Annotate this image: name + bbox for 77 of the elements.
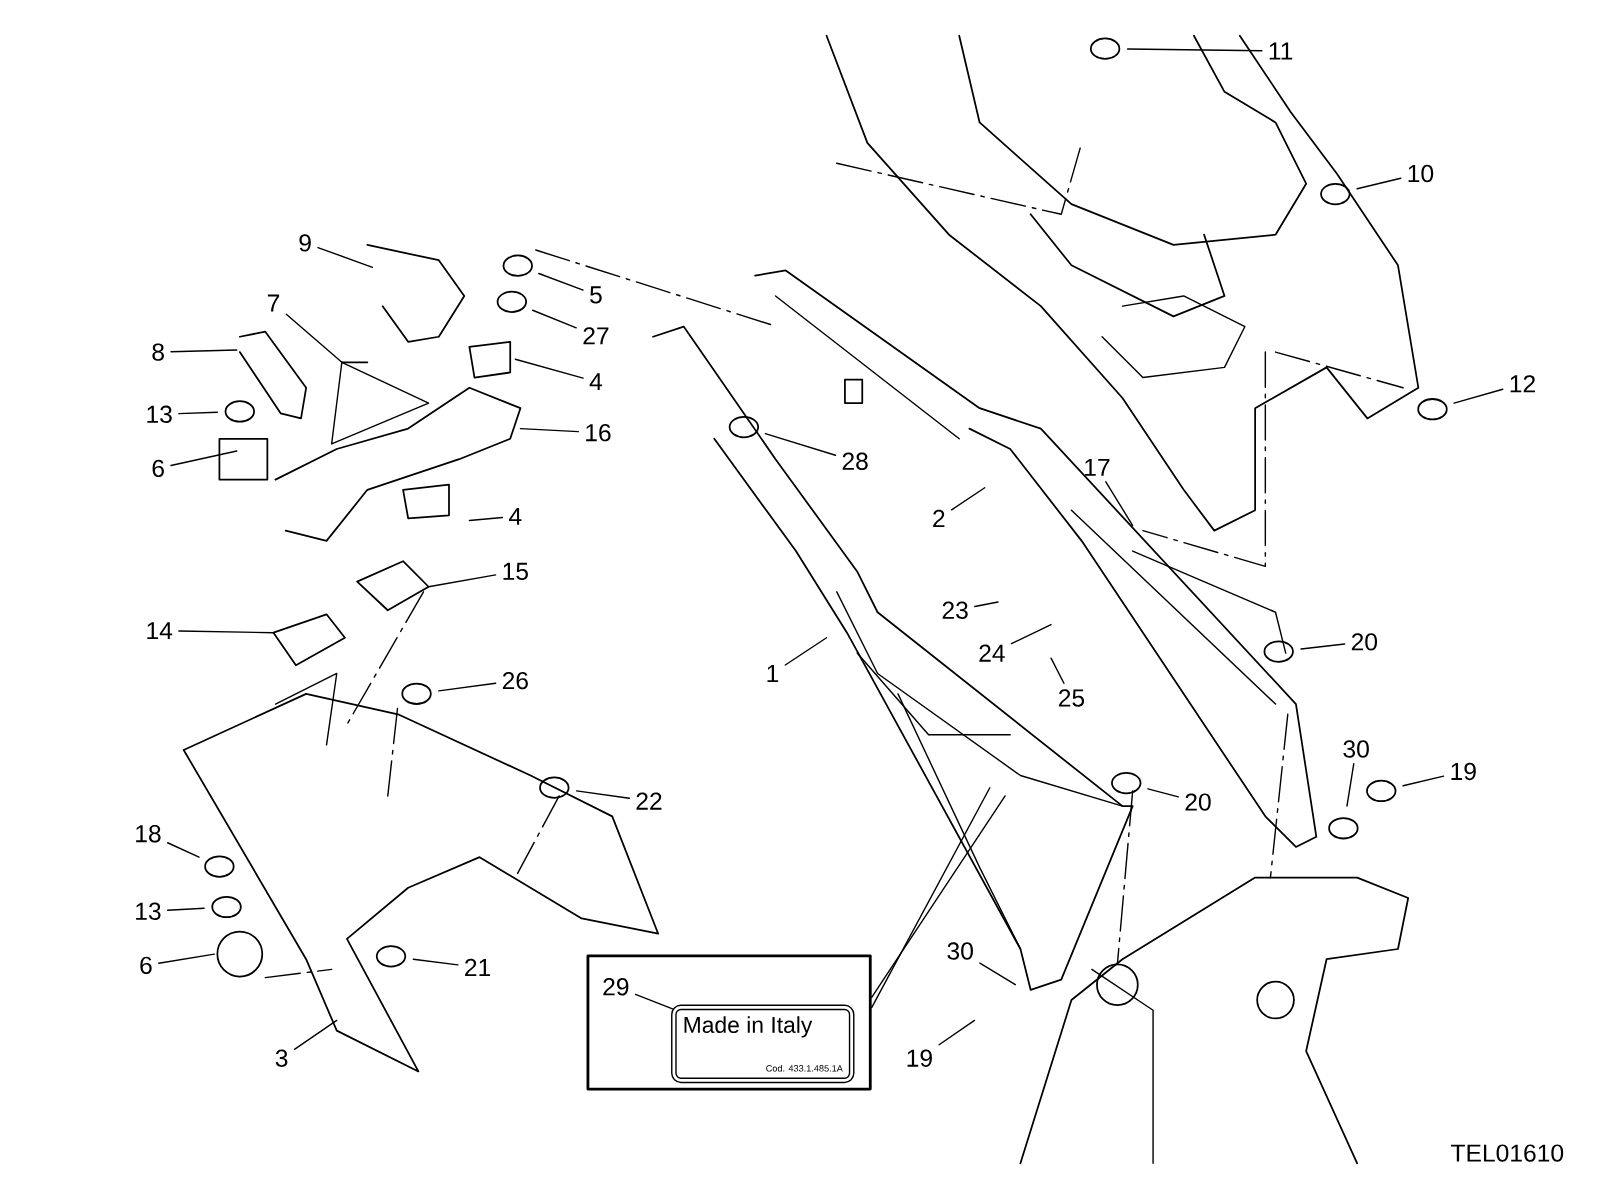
leader-line	[1050, 657, 1065, 684]
callout-number: 28	[842, 452, 868, 470]
leader-line	[531, 309, 577, 329]
callout-number: 7	[267, 294, 280, 312]
callout-number: 8	[152, 343, 164, 361]
leader-line	[1105, 481, 1134, 527]
leader-line	[1453, 388, 1504, 404]
leader-line	[166, 842, 200, 858]
callout-number: 29	[603, 978, 629, 996]
leader-line	[1300, 643, 1346, 650]
callout-number: 5	[590, 286, 602, 304]
leader-line	[293, 1019, 338, 1051]
leader-line	[1356, 177, 1402, 190]
callout-number: 21	[465, 958, 491, 976]
leader-line	[285, 313, 343, 363]
callout-number: 20	[1185, 793, 1211, 811]
leader-line	[158, 953, 215, 964]
leader-line	[784, 637, 828, 666]
leader-line	[950, 487, 986, 511]
callout-number: 30	[1343, 740, 1369, 758]
leader-line	[427, 574, 497, 588]
leader-line	[634, 993, 674, 1010]
callout-number: 16	[586, 424, 611, 442]
callout-number: 9	[299, 234, 311, 252]
leader-line	[764, 433, 837, 456]
callout-number: 17	[1085, 458, 1110, 476]
leader-line	[519, 427, 579, 433]
leader-line	[317, 246, 374, 269]
callout-number: 22	[636, 792, 662, 810]
leader-line	[1346, 763, 1355, 807]
leader-line	[1126, 48, 1263, 52]
leader-line	[979, 962, 1017, 986]
leader-line	[170, 450, 238, 467]
callout-number: 19	[907, 1049, 932, 1067]
callout-number: 23	[942, 601, 968, 619]
callout-number: 6	[140, 956, 152, 975]
leader-line	[178, 411, 219, 415]
callout-number: 2	[933, 509, 945, 527]
callout-number: 1	[767, 665, 779, 682]
callout-number: 13	[147, 405, 172, 423]
callout-number: 11	[1269, 42, 1293, 60]
leader-line	[938, 1019, 976, 1046]
callout-number: 24	[979, 644, 1005, 662]
callout-number: 4	[509, 507, 522, 525]
leader-line	[870, 787, 991, 1009]
callout-number: 19	[1451, 762, 1476, 781]
leader-line	[870, 795, 1006, 999]
callout-number: 14	[147, 622, 173, 640]
leader-line	[1010, 623, 1052, 645]
callout-number: 26	[502, 671, 528, 690]
callout-number: 15	[503, 562, 528, 580]
label-sticker: Made in Italy Cod. 433.1.485.1A	[671, 1004, 855, 1084]
callout-number: 3	[275, 1049, 288, 1067]
callout-number: 12	[1510, 375, 1535, 393]
drawing-number: TEL01610	[1451, 1144, 1564, 1162]
callout-number: 10	[1408, 164, 1434, 183]
callout-number: 30	[947, 942, 973, 960]
leader-line	[166, 907, 205, 911]
leader-line	[575, 790, 631, 799]
callout-number: 25	[1058, 689, 1085, 707]
callout-number: 27	[583, 327, 609, 345]
leader-line	[170, 349, 238, 353]
leader-line	[1147, 788, 1179, 798]
callout-number: 4	[589, 373, 603, 391]
leader-line	[514, 358, 584, 379]
leader-line	[538, 272, 584, 291]
leader-line	[178, 630, 275, 634]
leader-line	[438, 682, 497, 692]
leader-line	[468, 516, 504, 522]
callout-number: 20	[1351, 633, 1378, 651]
callout-number: 18	[136, 825, 161, 843]
callout-number: 6	[152, 459, 164, 478]
leader-line	[1402, 775, 1445, 787]
callout-number: 13	[136, 902, 161, 920]
leader-line	[412, 958, 459, 966]
inset-frame	[586, 954, 872, 1091]
leader-line	[974, 601, 999, 608]
